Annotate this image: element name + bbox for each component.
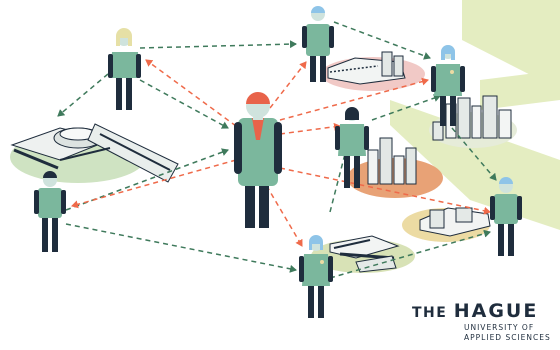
person-top-left [108,28,141,110]
person-center [234,92,282,228]
logo-prefix: THE [412,305,454,321]
logo-line-university: UNIVERSITY OF [464,323,535,332]
building-cluster-left [10,123,179,183]
building-cluster-right-bottom [419,207,491,237]
building-cluster-top [327,51,406,85]
person-bottom [299,235,333,318]
logo-main-word: HAGUE [453,300,539,322]
person-top [302,6,334,82]
person-right-top [431,45,465,126]
person-right-bottom [490,177,522,256]
person-middle [335,107,369,188]
connection-arrows [57,21,497,279]
person-left [34,171,66,252]
logo-wordmark: THE HAGUE [412,300,538,322]
building-cluster-middle [367,137,417,185]
logo-line-applied-sciences: APPLIED SCIENCES [464,333,551,342]
university-logo: THE HAGUE UNIVERSITY OF APPLIED SCIENCES [412,300,558,346]
